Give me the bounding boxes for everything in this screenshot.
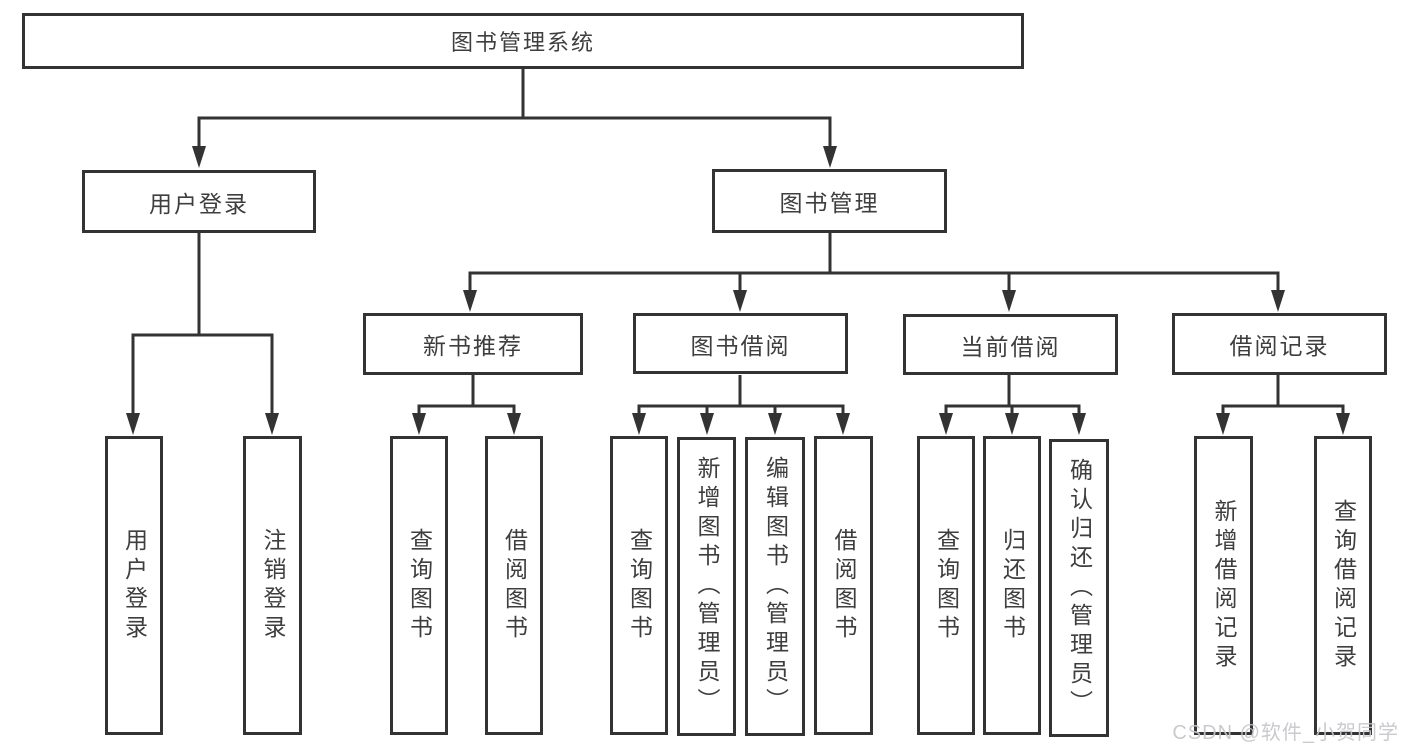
leaf-user-login: 用户登录 (105, 436, 163, 735)
arrowhead-icon (412, 413, 426, 435)
arrowhead-icon (700, 413, 714, 435)
node-new-book-recommend: 新书推荐 (363, 313, 583, 375)
arrowhead-icon (265, 413, 279, 435)
leaf-borrow-book-recommend: 借阅图书 (485, 436, 543, 735)
leaf-query-book-recommend: 查询图书 (390, 436, 448, 735)
arrowhead-icon (823, 146, 837, 168)
leaf-query-borrow-record: 查询借阅记录 (1314, 436, 1372, 735)
arrowhead-icon (768, 413, 782, 435)
leaf-add-borrow-record: 新增借阅记录 (1194, 436, 1253, 735)
leaf-edit-book-admin: 编辑图书（管理员） (745, 437, 805, 736)
node-root: 图书管理系统 (22, 13, 1024, 69)
leaf-logout-login: 注销登录 (243, 436, 302, 735)
arrow-heads (126, 146, 1350, 435)
node-current-borrow: 当前借阅 (903, 314, 1118, 375)
leaf-return-book: 归还图书 (983, 436, 1041, 735)
arrowhead-icon (192, 146, 206, 168)
arrowhead-icon (836, 413, 850, 435)
node-book-management: 图书管理 (712, 169, 947, 233)
leaf-borrow-book: 借阅图书 (814, 436, 873, 735)
arrowhead-icon (939, 413, 953, 435)
node-borrow-record: 借阅记录 (1172, 313, 1387, 375)
leaf-query-book-borrow: 查询图书 (610, 436, 668, 735)
arrowhead-icon (463, 290, 477, 312)
arrowhead-icon (507, 413, 521, 435)
arrowhead-icon (1002, 290, 1016, 312)
node-user-login: 用户登录 (82, 170, 316, 233)
arrowhead-icon (632, 413, 646, 435)
node-book-borrow: 图书借阅 (633, 313, 848, 374)
leaf-query-book-current: 查询图书 (917, 436, 975, 735)
csdn-watermark: CSDN @软件_小贺同学 (1172, 722, 1399, 744)
arrowhead-icon (1072, 413, 1086, 435)
arrowhead-icon (1271, 290, 1285, 312)
arrowhead-icon (733, 290, 747, 312)
arrowhead-icon (1336, 413, 1350, 435)
leaf-add-book-admin: 新增图书（管理员） (677, 437, 736, 736)
arrowhead-icon (126, 413, 140, 435)
arrowhead-icon (1216, 413, 1230, 435)
leaf-confirm-return-admin: 确认归还（管理员） (1049, 439, 1109, 737)
arrowhead-icon (1005, 413, 1019, 435)
